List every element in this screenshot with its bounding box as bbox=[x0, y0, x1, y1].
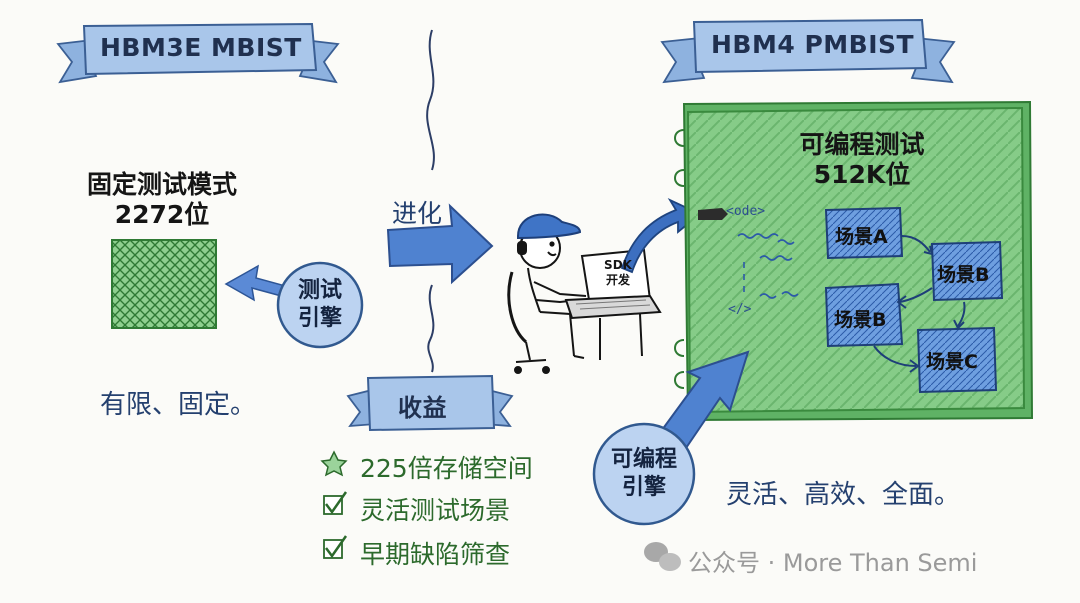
programmable-engine-circle bbox=[592, 422, 696, 526]
left-heading-line1: 固定测试模式 bbox=[86, 170, 237, 199]
evolution-label: 进化 bbox=[392, 199, 443, 228]
engine-to-board-arrow bbox=[660, 350, 750, 450]
left-heading: 固定测试模式 2272位 bbox=[72, 170, 252, 230]
scene-a-label: 场景A bbox=[835, 226, 888, 248]
wavy-divider-bottom bbox=[427, 284, 435, 373]
laptop-screen-line2: 开发 bbox=[605, 273, 630, 287]
left-summary: 有限、固定。 bbox=[100, 390, 257, 420]
evolution-arrow bbox=[386, 203, 494, 285]
benefits-banner-ribbon bbox=[346, 374, 514, 432]
code-tag: <ode> bbox=[726, 204, 766, 219]
star-icon bbox=[320, 450, 348, 477]
scene-boxes bbox=[824, 206, 1004, 394]
benefits-banner-title: 收益 bbox=[398, 394, 447, 422]
right-heading-line1: 可编程测试 bbox=[799, 130, 925, 159]
programmable-engine-line2: 引擎 bbox=[621, 475, 666, 500]
left-banner-ribbon bbox=[56, 22, 340, 84]
scene-b-label-2: 场景B bbox=[834, 309, 887, 331]
left-banner-title: HBM3E MBIST bbox=[100, 33, 302, 62]
fixed-memory-block bbox=[111, 239, 217, 329]
benefit-item-3: 早期缺陷筛查 bbox=[360, 540, 511, 569]
left-heading-line2: 2272位 bbox=[114, 200, 210, 229]
right-summary: 灵活、高效、全面。 bbox=[726, 480, 961, 510]
laptop-screen-text: SDK 开发 bbox=[596, 258, 640, 288]
blue-cap bbox=[517, 213, 582, 240]
watermark: 公众号 · More Than Semi bbox=[688, 549, 978, 577]
right-heading-line2: 512K位 bbox=[813, 160, 911, 189]
benefit-item-1: 225倍存储空间 bbox=[360, 454, 533, 483]
benefit-item-2: 灵活测试场景 bbox=[360, 496, 511, 525]
right-banner-title: HBM4 PMBIST bbox=[711, 30, 915, 59]
scene-b-label-1: 场景B bbox=[937, 264, 990, 286]
pen-nib-icon bbox=[698, 208, 728, 220]
right-banner-ribbon bbox=[660, 18, 956, 84]
test-engine-label: 测试 引擎 bbox=[278, 277, 362, 333]
code-close-tag: </> bbox=[728, 302, 752, 317]
programmable-engine-line1: 可编程 bbox=[610, 447, 677, 472]
test-engine-line1: 测试 bbox=[297, 278, 342, 303]
right-heading: 可编程测试 512K位 bbox=[772, 130, 952, 190]
wavy-divider-top bbox=[426, 29, 435, 171]
scene-flow-arrows bbox=[873, 235, 966, 373]
scene-c-label: 场景C bbox=[926, 351, 978, 373]
test-engine-circle bbox=[276, 261, 364, 349]
check-icon-2 bbox=[323, 535, 348, 559]
check-icon-1 bbox=[323, 491, 348, 515]
programmable-engine-label: 可编程 引擎 bbox=[596, 446, 692, 502]
test-engine-line2: 引擎 bbox=[297, 306, 342, 331]
wechat-icon bbox=[644, 542, 681, 571]
laptop-screen-line1: SDK bbox=[604, 258, 632, 272]
code-scribbles bbox=[737, 233, 799, 299]
